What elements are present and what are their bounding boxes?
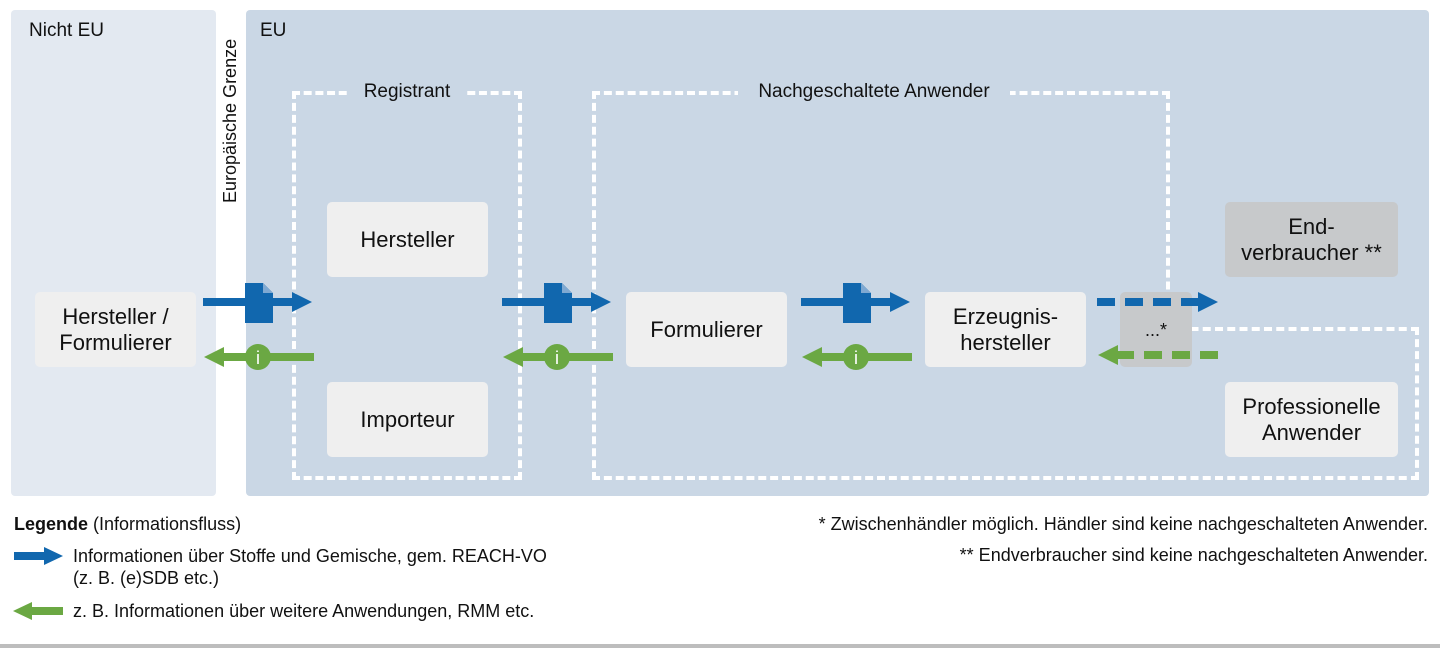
blue-dashed-arrow bbox=[1097, 292, 1218, 312]
document-icon bbox=[544, 283, 572, 323]
node-importer: Importeur bbox=[327, 382, 488, 457]
registrant-label: Registrant bbox=[350, 80, 464, 106]
non-eu-region bbox=[11, 10, 216, 496]
eu-label: EU bbox=[260, 20, 287, 41]
legend-green-arrow bbox=[13, 602, 63, 620]
svg-text:i: i bbox=[256, 348, 260, 368]
node-manufacturer: Hersteller bbox=[327, 202, 488, 277]
legend-heading: Legende (Informationsfluss) bbox=[14, 514, 241, 535]
info-icon: i bbox=[544, 344, 570, 370]
legend-blue-arrow bbox=[14, 547, 63, 565]
bottom-rule bbox=[0, 644, 1440, 648]
legend-title: Legende bbox=[14, 514, 89, 534]
legend-green-text: z. B. Informationen über weitere Anwendu… bbox=[73, 601, 535, 621]
downstream-users-label: Nachgeschaltete Anwender bbox=[738, 80, 1010, 106]
legend-subtitle: (Informationsfluss) bbox=[93, 514, 242, 534]
info-icon: i bbox=[245, 344, 271, 370]
downstream-users-extension bbox=[1166, 327, 1419, 480]
non-eu-label: Nicht EU bbox=[29, 20, 104, 41]
svg-text:i: i bbox=[854, 348, 858, 368]
svg-text:i: i bbox=[555, 348, 559, 368]
footnote-end-consumer: ** Endverbraucher sind keine nachgeschal… bbox=[959, 545, 1428, 565]
green-dashed-arrow bbox=[1098, 345, 1218, 365]
downstream-cover bbox=[1150, 331, 1170, 476]
legend-blue-text: Informationen über Stoffe und Gemische, … bbox=[73, 546, 547, 588]
node-end-consumer: End- verbraucher ** bbox=[1225, 202, 1398, 277]
info-icon: i bbox=[843, 344, 869, 370]
footnote-intermediary: * Zwischenhändler möglich. Händler sind … bbox=[818, 514, 1428, 534]
node-professional-users: Professionelle Anwender bbox=[1225, 382, 1398, 457]
node-non-eu-manufacturer: Hersteller / Formulierer bbox=[35, 292, 196, 367]
document-icon bbox=[843, 283, 871, 323]
node-formulator: Formulierer bbox=[626, 292, 787, 367]
node-article-producer: Erzeugnis- hersteller bbox=[925, 292, 1086, 367]
document-icon bbox=[245, 283, 273, 323]
